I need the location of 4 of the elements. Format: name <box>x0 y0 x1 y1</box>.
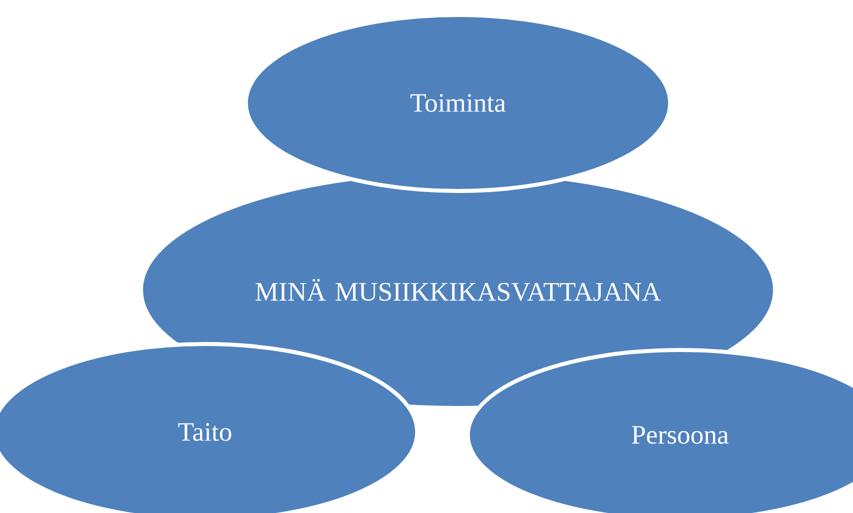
ellipse-node: Persoona <box>466 348 853 513</box>
node-label: Persoona <box>632 426 728 444</box>
ellipse-node: Toiminta <box>244 13 672 193</box>
ellipse-node: Taito <box>0 342 420 513</box>
